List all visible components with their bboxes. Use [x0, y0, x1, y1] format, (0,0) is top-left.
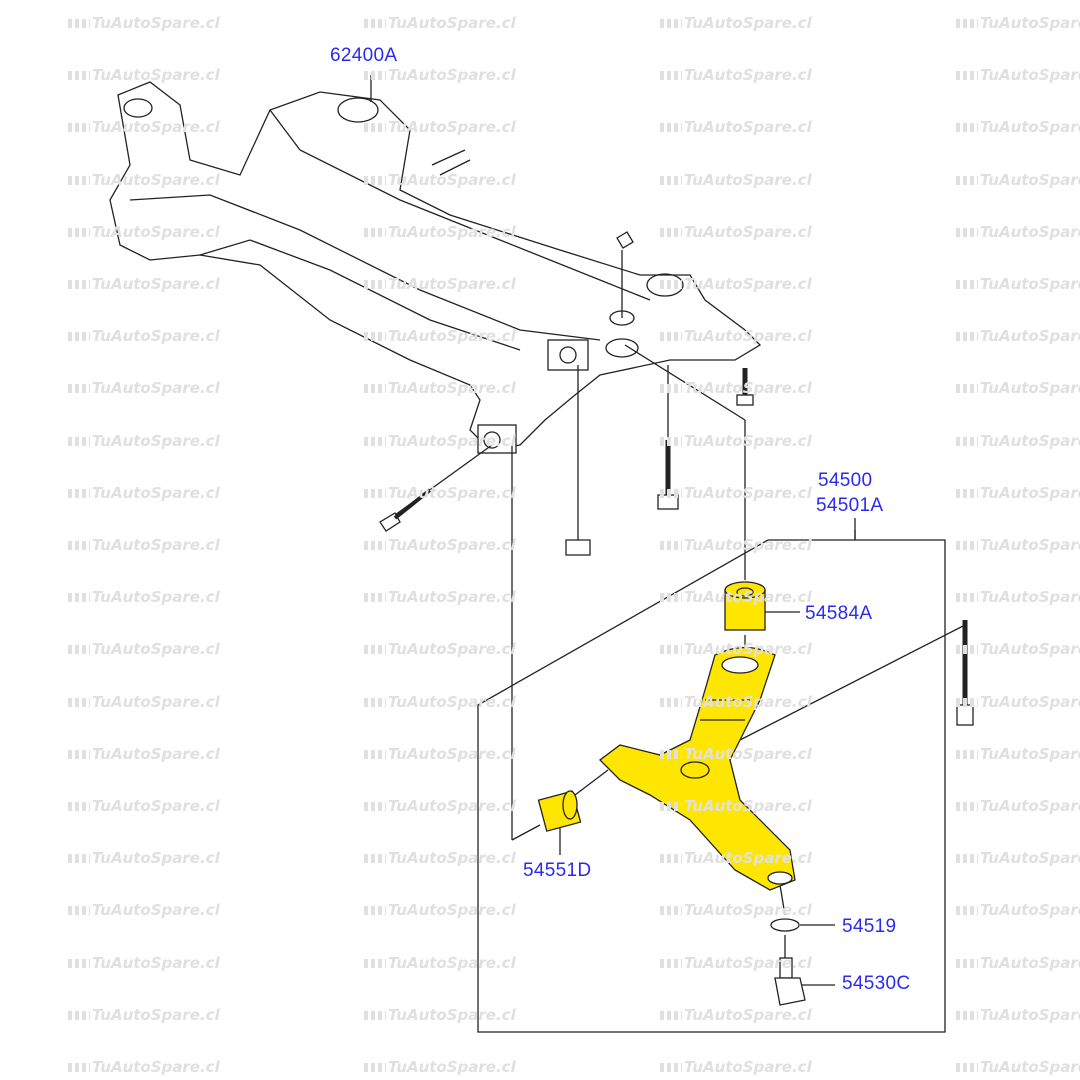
label-washer[interactable]: 54519: [842, 916, 897, 937]
label-arm-2[interactable]: 54501A: [816, 495, 884, 516]
label-subframe[interactable]: 62400A: [330, 45, 398, 66]
label-bushing-rear[interactable]: 54584A: [805, 603, 873, 624]
label-arm-1[interactable]: 54500: [818, 470, 873, 491]
label-bushing-front[interactable]: 54551D: [523, 860, 592, 881]
bushing-54551d[interactable]: [537, 790, 582, 855]
ball-joint-54530c[interactable]: [774, 957, 835, 1006]
control-arm-54500[interactable]: [599, 646, 796, 891]
washer-54519[interactable]: [770, 918, 835, 932]
bushing-54584a[interactable]: [724, 581, 800, 631]
bolt-icon: [379, 231, 974, 726]
subframe-62400a[interactable]: [109, 81, 762, 454]
label-ball-joint[interactable]: 54530C: [842, 973, 911, 994]
